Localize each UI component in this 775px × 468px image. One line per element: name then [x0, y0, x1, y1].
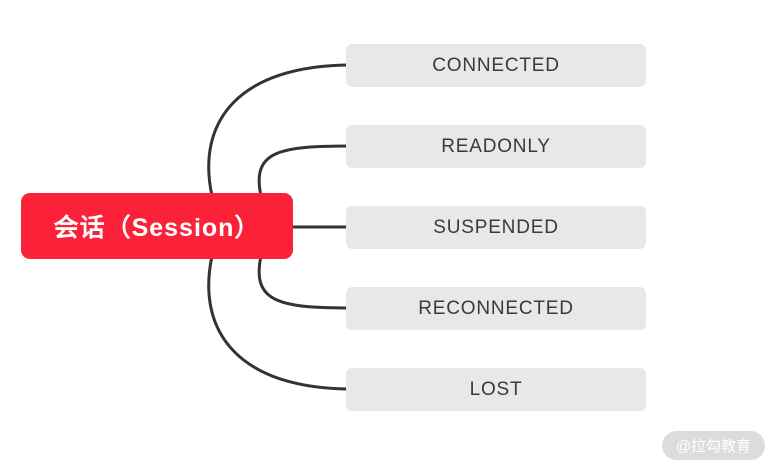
node-lost: LOST	[346, 368, 646, 411]
node-connected: CONNECTED	[346, 44, 646, 87]
node-reconnected: RECONNECTED	[346, 287, 646, 330]
node-readonly: READONLY	[346, 125, 646, 168]
connector-root-to-reconnected	[257, 254, 354, 310]
connector-root-to-lost	[207, 254, 354, 391]
node-suspended-label: SUSPENDED	[433, 216, 559, 238]
node-reconnected-label: RECONNECTED	[418, 297, 574, 319]
connector-root-to-readonly	[257, 144, 354, 198]
connector-root-to-connected	[207, 63, 354, 198]
watermark-badge: @拉勾教育	[661, 431, 765, 460]
node-suspended: SUSPENDED	[346, 206, 646, 249]
root-node-session: 会话（Session）	[21, 193, 293, 259]
root-node-label: 会话（Session）	[53, 214, 261, 242]
node-readonly-label: READONLY	[441, 135, 551, 157]
node-connected-label: CONNECTED	[432, 54, 560, 76]
node-lost-label: LOST	[469, 378, 523, 400]
watermark-text: @拉勾教育	[675, 438, 751, 455]
